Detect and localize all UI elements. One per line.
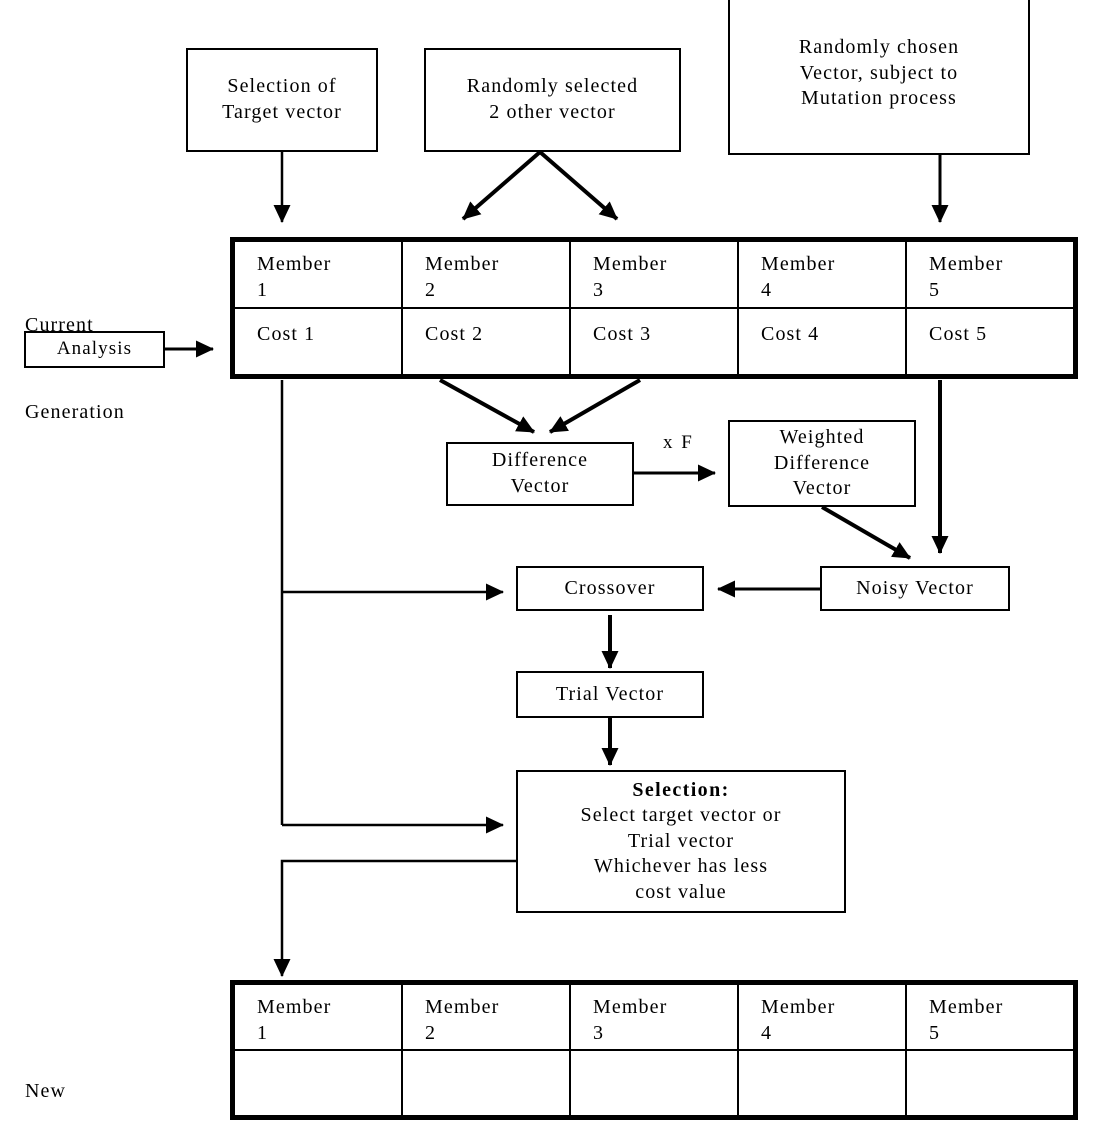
new-generation-cost-cell-4[interactable] [739, 1051, 907, 1115]
current-generation-member-cell-2[interactable]: Member 2 [403, 242, 571, 307]
box-randomly-chosen-line-3: Mutation process [801, 87, 957, 110]
box-selection-line-2: Select target vector or [580, 804, 782, 827]
cell-text: Cost 4 [761, 323, 820, 345]
current-generation-cost-cell-3[interactable]: Cost 3 [571, 309, 739, 374]
box-selection-of-target-vector[interactable]: Selection of Target vector [186, 48, 378, 152]
box-selection-line-3: Trial vector [627, 829, 735, 852]
box-analysis-label: Analysis [56, 338, 133, 360]
box-selection-line-5: cost value [635, 880, 727, 903]
box-selection-target-line-2: Target vector [222, 101, 342, 123]
current-generation-member-cell-5[interactable]: Member 5 [907, 242, 1073, 307]
current-generation-member-cell-3[interactable]: Member 3 [571, 242, 739, 307]
new-generation-cost-row [235, 1051, 1073, 1115]
box-noisy-vector[interactable]: Noisy Vector [820, 566, 1010, 611]
box-selection-target-line-1: Selection of [227, 75, 337, 98]
cell-text: Member 2 [425, 996, 500, 1044]
box-randomly-selected-line-1: Randomly selected [466, 75, 639, 98]
cell-text: Member 3 [593, 996, 668, 1044]
current-generation-table[interactable]: Member 1 Member 2 Member 3 Member 4 Memb… [230, 237, 1078, 379]
cell-text: Cost 5 [929, 323, 988, 345]
edge-label-scale-factor: x F [663, 432, 694, 453]
arrow-selection-to-new-generation [273, 859, 516, 977]
cell-text: Member 2 [425, 253, 500, 301]
label-current-generation-line-1: Current [25, 314, 94, 336]
new-generation-cost-cell-3[interactable] [571, 1051, 739, 1115]
new-generation-cost-cell-2[interactable] [403, 1051, 571, 1115]
new-generation-member-cell-2[interactable]: Member 2 [403, 985, 571, 1049]
arrow-cost2-to-difference-vector [439, 378, 535, 434]
box-analysis[interactable]: Analysis [24, 331, 165, 368]
box-randomly-selected-2-other-vector[interactable]: Randomly selected 2 other vector [424, 48, 681, 152]
box-randomly-chosen-vector-mutation[interactable]: Randomly chosen Vector, subject to Mutat… [728, 0, 1030, 155]
box-randomly-chosen-line-2: Vector, subject to [799, 61, 959, 84]
new-generation-cost-cell-1[interactable] [235, 1051, 403, 1115]
label-new-generation: New Generation [25, 1019, 125, 1127]
box-trial-vector-label: Trial Vector [555, 682, 665, 705]
cell-text: Member 1 [257, 996, 332, 1044]
box-difference-vector-line-1: Difference [491, 449, 589, 472]
box-weighted-difference-vector[interactable]: Weighted Difference Vector [728, 420, 916, 507]
current-generation-member-cell-4[interactable]: Member 4 [739, 242, 907, 307]
cell-text: Cost 2 [425, 323, 484, 345]
box-randomly-selected-line-2: 2 other vector [489, 101, 616, 123]
cell-text: Member 4 [761, 996, 836, 1044]
box-difference-vector-line-2: Vector [510, 475, 570, 497]
arrow-random2-to-member2 [461, 150, 542, 221]
new-generation-table[interactable]: Member 1 Member 2 Member 3 Member 4 Memb… [230, 980, 1078, 1120]
box-noisy-vector-label: Noisy Vector [856, 576, 974, 599]
box-difference-vector[interactable]: Difference Vector [446, 442, 634, 506]
new-generation-member-cell-4[interactable]: Member 4 [739, 985, 907, 1049]
box-trial-vector[interactable]: Trial Vector [516, 671, 704, 718]
box-weighted-difference-line-1: Weighted [779, 426, 865, 449]
cell-text: Member 5 [929, 253, 1004, 301]
box-selection-line-4: Whichever has less [593, 855, 769, 878]
box-randomly-chosen-line-1: Randomly chosen [798, 36, 960, 59]
cell-text: Cost 3 [593, 323, 652, 345]
cell-text: Member 5 [929, 996, 1004, 1044]
new-generation-cost-cell-5[interactable] [907, 1051, 1073, 1115]
box-weighted-difference-line-2: Difference [773, 451, 871, 474]
current-generation-cost-row: Cost 1 Cost 2 Cost 3 Cost 4 Cost 5 [235, 309, 1073, 374]
label-current-generation-line-2: Generation [25, 401, 125, 423]
current-generation-member-cell-1[interactable]: Member 1 [235, 242, 403, 307]
box-selection[interactable]: Selection: Select target vector or Trial… [516, 770, 846, 913]
new-generation-member-row: Member 1 Member 2 Member 3 Member 4 Memb… [235, 985, 1073, 1051]
box-selection-heading: Selection: [632, 778, 730, 801]
box-weighted-difference-line-3: Vector [792, 477, 852, 500]
new-generation-member-cell-5[interactable]: Member 5 [907, 985, 1073, 1049]
cell-text: Member 1 [257, 253, 332, 301]
box-crossover[interactable]: Crossover [516, 566, 704, 611]
cell-text: Member 3 [593, 253, 668, 301]
current-generation-cost-cell-1[interactable]: Cost 1 [235, 309, 403, 374]
current-generation-cost-cell-4[interactable]: Cost 4 [739, 309, 907, 374]
new-generation-member-cell-3[interactable]: Member 3 [571, 985, 739, 1049]
current-generation-cost-cell-5[interactable]: Cost 5 [907, 309, 1073, 374]
arrow-random2-to-member3 [538, 150, 619, 221]
arrow-weighted-to-noisy [820, 505, 912, 560]
label-new-generation-line-1: New [25, 1080, 67, 1102]
label-current-generation: Current Generation [25, 253, 125, 485]
cell-text: Member 4 [761, 253, 836, 301]
current-generation-cost-cell-2[interactable]: Cost 2 [403, 309, 571, 374]
new-generation-member-cell-1[interactable]: Member 1 [235, 985, 403, 1049]
box-crossover-label: Crossover [564, 576, 656, 599]
current-generation-member-row: Member 1 Member 2 Member 3 Member 4 Memb… [235, 242, 1073, 309]
cell-text: Cost 1 [257, 323, 316, 345]
arrow-cost3-to-difference-vector [548, 378, 642, 434]
